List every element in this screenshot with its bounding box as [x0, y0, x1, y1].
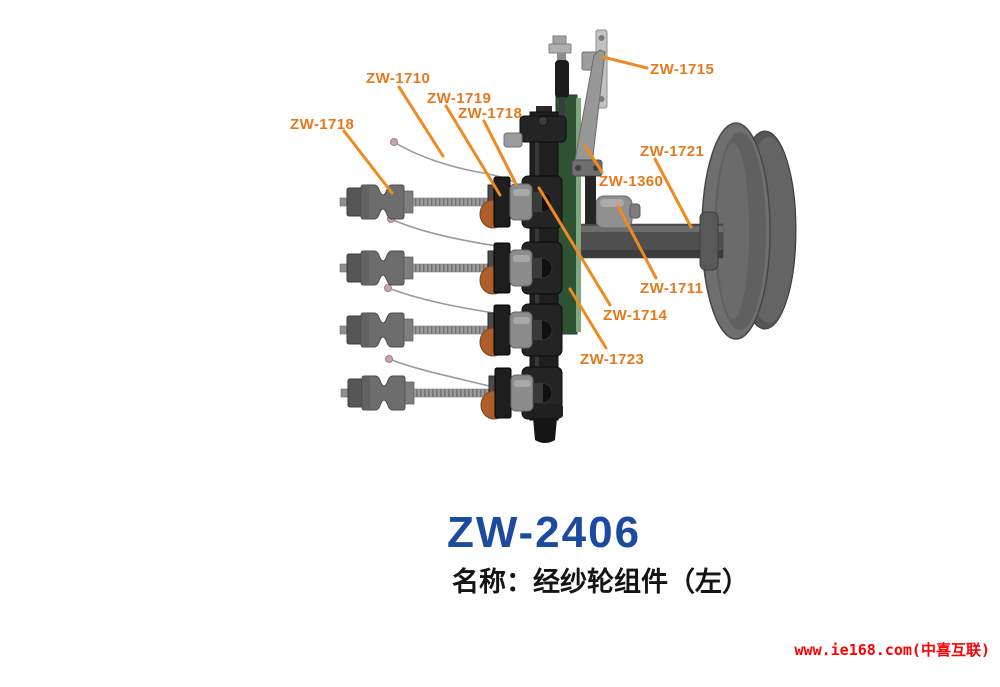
head-bolt: [538, 116, 548, 126]
part-label-zw-1723: ZW-1723: [580, 351, 645, 368]
adjuster-stem: [557, 53, 566, 61]
shaft-flange: [699, 211, 719, 271]
joint-pin: [575, 165, 581, 171]
wire-tip-bead: [384, 284, 392, 292]
guide-wire: [393, 141, 515, 183]
leader-lines: [342, 55, 693, 350]
part-label-zw-1710: ZW-1710: [366, 70, 431, 87]
leader-zw-1718-right: [482, 119, 518, 186]
watermark-url: www.ie168.com(中喜互联): [794, 641, 990, 659]
column-bottom-cap: [533, 418, 557, 443]
leader-zw-1714: [537, 186, 612, 307]
column-foot: [527, 404, 563, 418]
part-label-zw-1715: ZW-1715: [650, 61, 715, 78]
guide-wire: [387, 287, 495, 314]
mount-plate-hole: [598, 35, 605, 41]
wheel-disc-center: [717, 143, 749, 319]
adjuster-nut: [552, 35, 567, 45]
leader-zw-1719: [444, 104, 502, 197]
wheel-shaft: [576, 211, 724, 271]
leader-zw-1715: [601, 55, 649, 70]
side-stud: [503, 132, 523, 148]
guide-wire: [388, 358, 498, 389]
damper-rod: [559, 97, 565, 120]
spindle-row-3: [340, 305, 542, 356]
part-label-zw-1711: ZW-1711: [640, 280, 704, 297]
leader-zw-1710: [397, 85, 445, 158]
part-label-zw-1721: ZW-1721: [640, 143, 705, 160]
shaft-clamp-block: [595, 195, 641, 229]
part-label-zw-1714: ZW-1714: [603, 307, 668, 324]
clamp-block-knob: [629, 203, 641, 219]
guide-wire: [390, 218, 498, 247]
guide-plate-edge: [576, 98, 581, 332]
spindle-row-2: [340, 243, 542, 294]
leader-zw-1718-left: [342, 129, 394, 195]
top-bracket-assembly: [548, 29, 608, 224]
leader-zw-1711: [616, 204, 658, 280]
wire-tip-bead: [385, 355, 393, 363]
part-label-zw-1718-right: ZW-1718: [458, 105, 523, 122]
damper-cylinder: [555, 60, 569, 98]
adjuster-bolt: [548, 43, 572, 54]
spindle-row-4: [341, 368, 543, 419]
part-label-zw-1718-left: ZW-1718: [290, 116, 355, 133]
leader-zw-1360: [583, 144, 604, 174]
clamp-block-highlight: [600, 199, 624, 207]
shaft-shadow: [577, 250, 723, 258]
model-number: ZW-2406: [447, 508, 642, 557]
wire-tip-bead: [390, 138, 398, 146]
spindle-row-1: [340, 177, 542, 228]
product-name: 名称：经纱轮组件（左）: [452, 567, 749, 597]
shaft-highlight: [577, 226, 723, 232]
part-label-zw-1719: ZW-1719: [427, 90, 492, 107]
part-label-zw-1360: ZW-1360: [599, 173, 664, 190]
arm-link: [585, 176, 596, 224]
leader-zw-1723: [568, 287, 608, 350]
leader-zw-1721: [653, 157, 693, 229]
warp-wheel: [701, 122, 797, 340]
